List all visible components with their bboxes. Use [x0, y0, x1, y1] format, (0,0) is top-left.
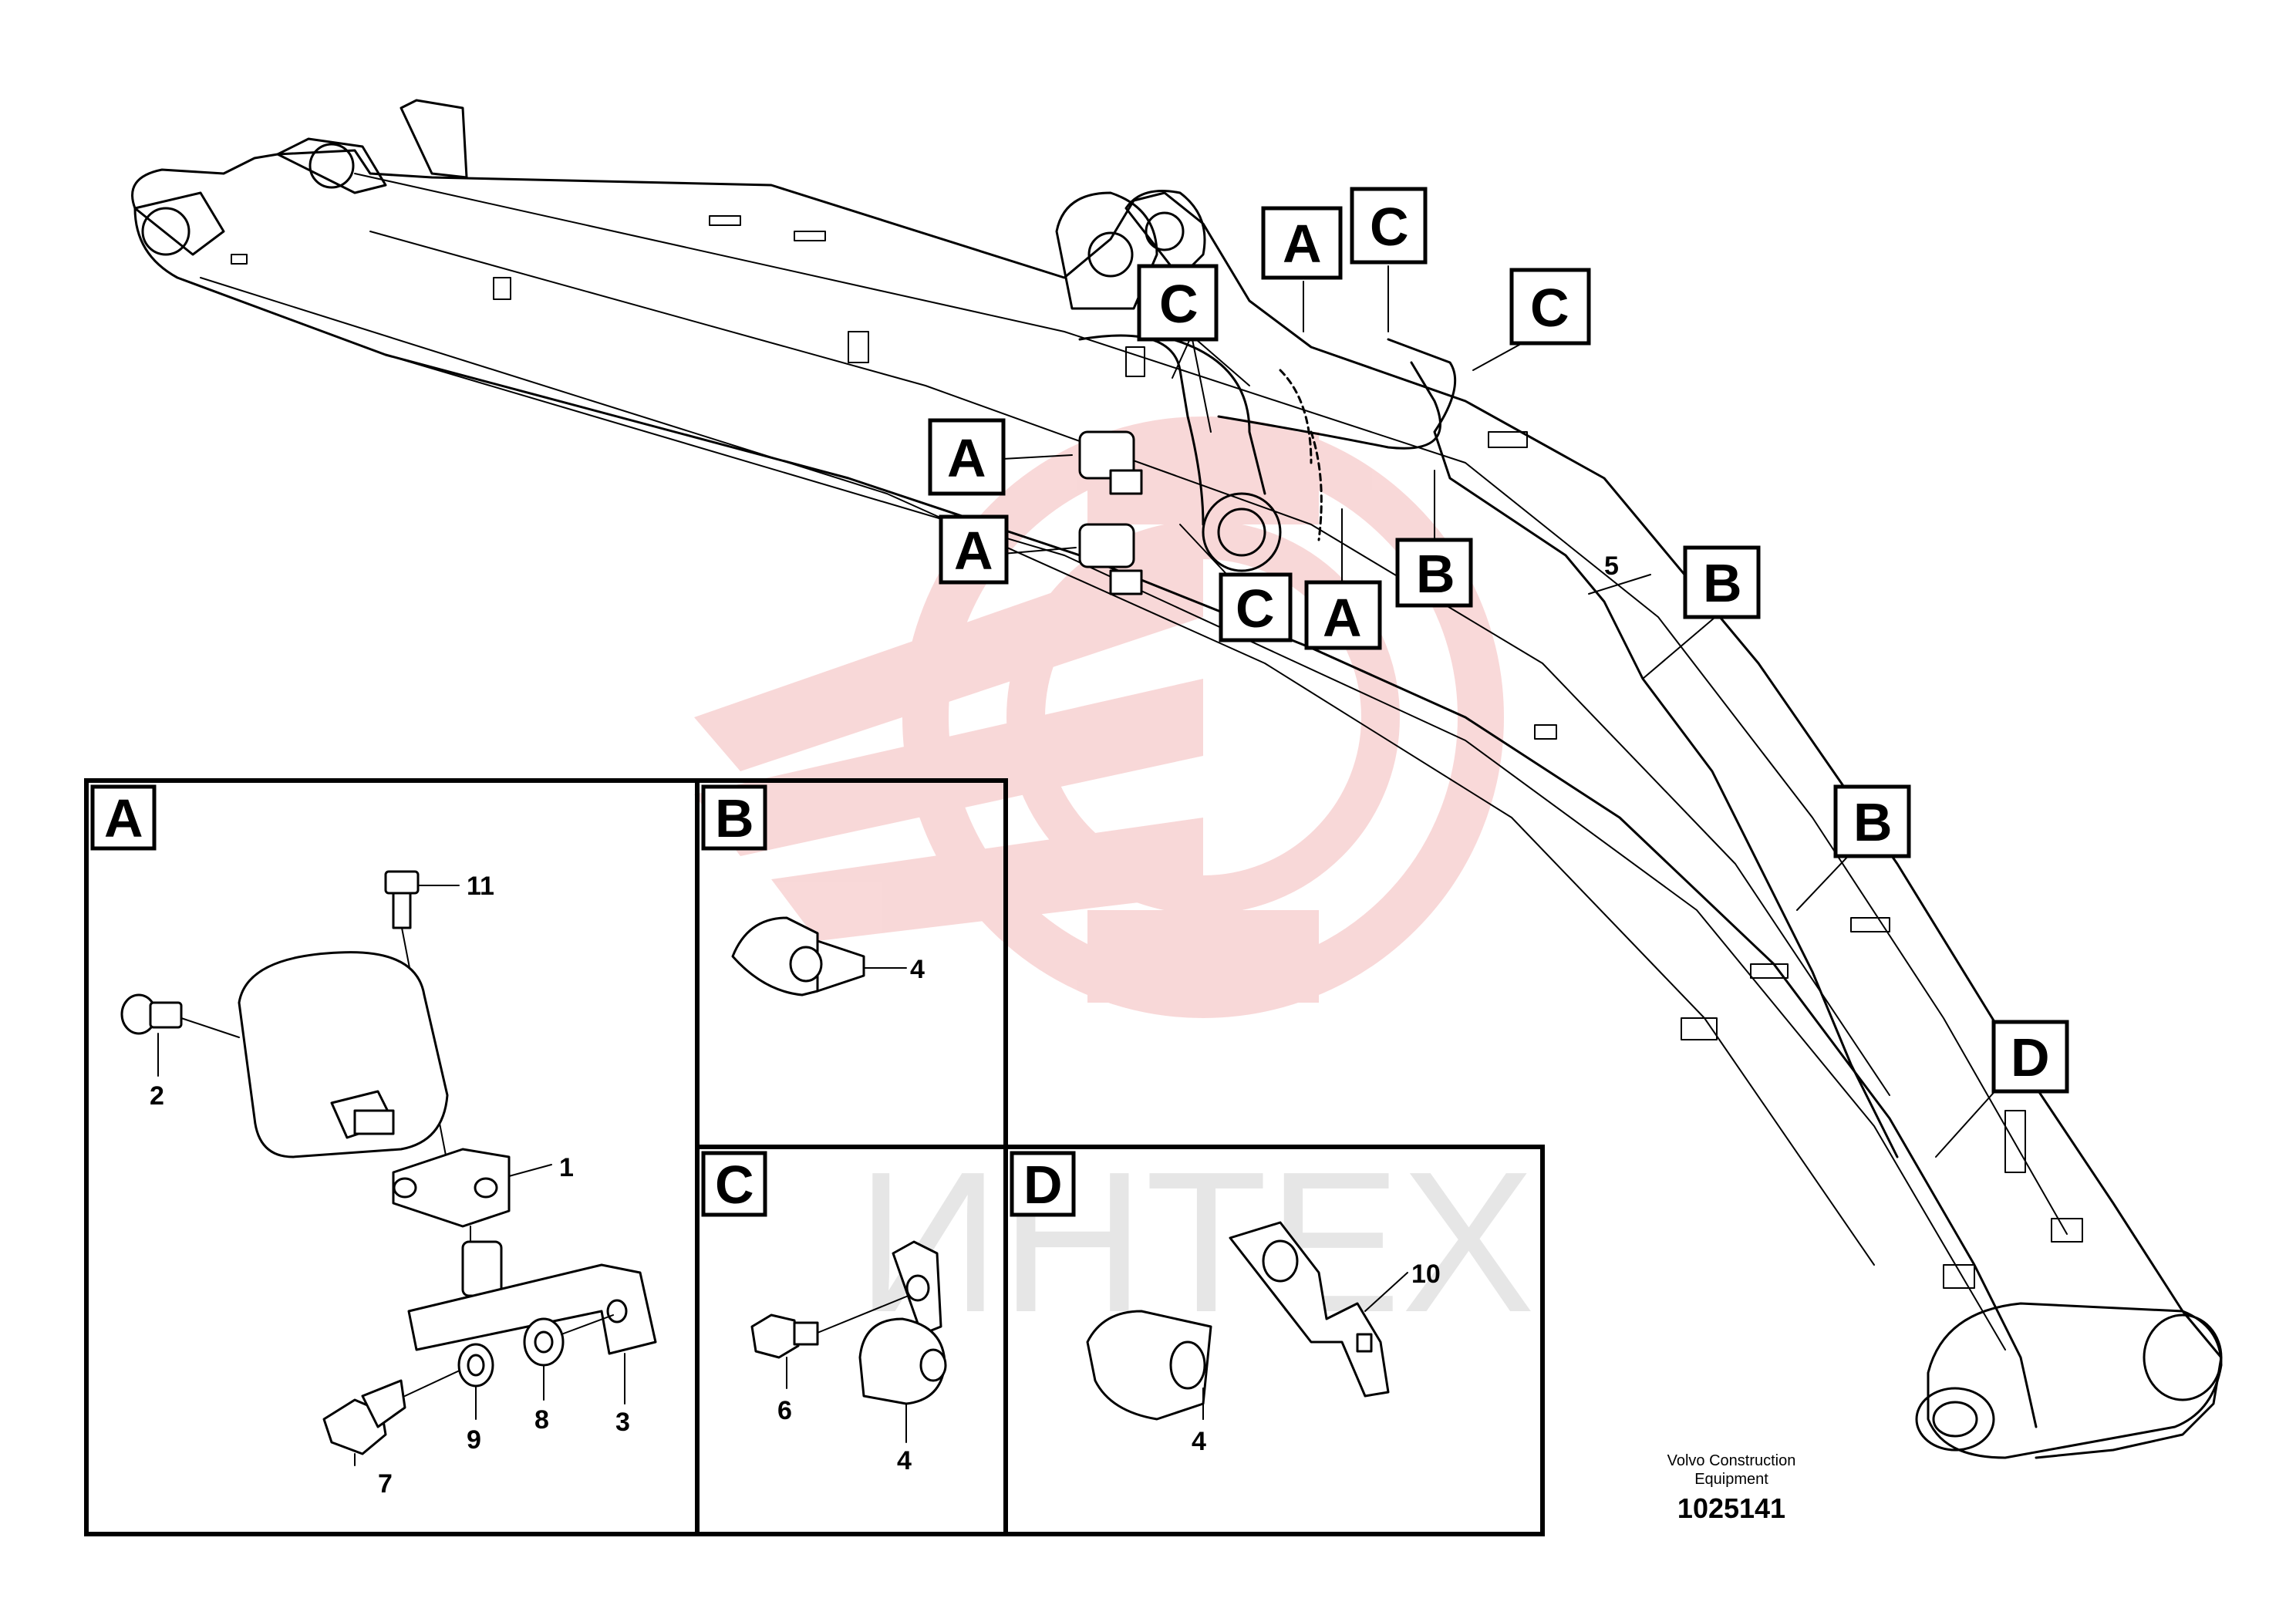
footer-line1: Volvo Construction [1667, 1452, 1796, 1469]
svg-text:7: 7 [378, 1469, 393, 1499]
svg-text:B: B [1416, 544, 1455, 604]
clip-4 [731, 916, 865, 996]
svg-text:6: 6 [777, 1396, 792, 1425]
svg-text:C: C [1530, 278, 1569, 338]
svg-text:D: D [1023, 1155, 1063, 1215]
bracket-10 [1229, 1221, 1390, 1398]
watermark-text: ИНТЕХ [856, 1131, 1535, 1354]
svg-text:9: 9 [467, 1425, 481, 1455]
callout-a1: A [928, 418, 1006, 496]
svg-text:A: A [1323, 588, 1362, 648]
bolt-11 [384, 870, 420, 929]
bolt-7 [322, 1379, 406, 1455]
callout-c2: C [1350, 187, 1428, 265]
panel-a: A 11 2 1 [90, 784, 657, 1499]
bulb-2 [120, 993, 183, 1035]
bracket-1 [392, 1148, 511, 1228]
callout-c1: C [1137, 264, 1219, 342]
work-lamp-lower [1078, 523, 1143, 595]
washer-8 [523, 1317, 565, 1367]
panel-d: D 10 4 [1010, 1151, 1441, 1456]
watermark-logo [694, 416, 1504, 1018]
bolt-6 [750, 1313, 819, 1359]
svg-text:4: 4 [897, 1446, 912, 1475]
washer-9 [457, 1343, 494, 1388]
panel-c: C 6 4 [701, 1151, 947, 1475]
boom-drawing [131, 99, 2223, 1459]
wire-number-label: 5 [1604, 551, 1619, 581]
svg-text:3: 3 [615, 1408, 630, 1437]
footer-code: 1025141 [1677, 1492, 1785, 1524]
callout-b2: B [1683, 545, 1761, 619]
clip-4-d [1086, 1310, 1212, 1421]
svg-text:4: 4 [1192, 1427, 1206, 1456]
svg-text:A: A [947, 428, 986, 488]
callout-a3: A [1261, 206, 1343, 280]
work-lamp-upper [1078, 430, 1143, 495]
svg-text:D: D [2011, 1027, 2050, 1088]
detail-panels [84, 778, 1545, 1536]
footer-block: Volvo Construction Equipment 1025141 [1667, 1452, 1796, 1524]
svg-text:11: 11 [467, 872, 494, 901]
svg-text:A: A [1283, 214, 1322, 274]
callout-b3: B [1833, 784, 1911, 858]
wire-harness [1078, 334, 1899, 1158]
callout-d1: D [1991, 1020, 2069, 1094]
bracket-3 [407, 1240, 657, 1355]
svg-text:C: C [715, 1155, 754, 1215]
svg-text:A: A [954, 521, 993, 581]
svg-text:8: 8 [534, 1405, 549, 1435]
svg-text:B: B [715, 788, 754, 848]
svg-text:B: B [1853, 792, 1893, 852]
svg-text:2: 2 [150, 1081, 164, 1111]
work-lamp-body [238, 951, 449, 1158]
callout-a2: A [939, 514, 1009, 585]
callout-c4: C [1219, 572, 1293, 642]
callout-c3: C [1509, 268, 1591, 346]
callout-b1: B [1395, 538, 1473, 608]
svg-text:B: B [1703, 553, 1742, 613]
panel-b: B 4 [701, 784, 925, 996]
svg-text:1: 1 [559, 1153, 574, 1182]
svg-text:C: C [1370, 197, 1409, 257]
svg-text:C: C [1236, 578, 1275, 639]
svg-text:10: 10 [1411, 1259, 1441, 1289]
svg-text:A: A [104, 788, 143, 848]
footer-line2: Equipment [1694, 1471, 1768, 1488]
svg-text:4: 4 [910, 955, 925, 984]
callout-a4: A [1304, 580, 1382, 650]
clip-4-c [858, 1240, 947, 1405]
svg-text:C: C [1159, 274, 1199, 334]
